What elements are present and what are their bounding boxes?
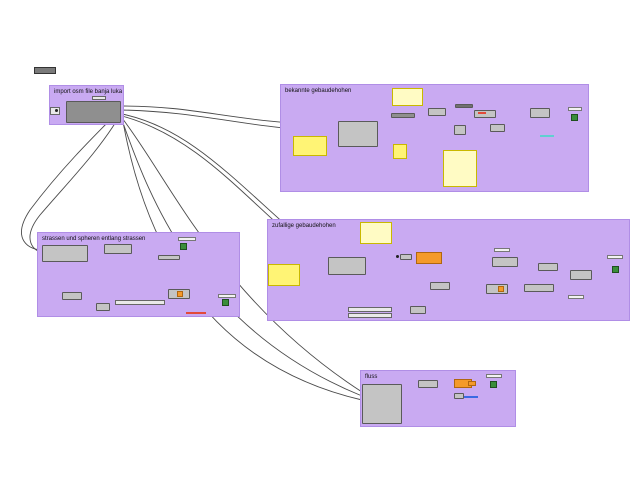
import-osm-component[interactable] (66, 101, 121, 123)
group-title: strassen und spheren entlang strassen (42, 236, 146, 242)
notes-panel[interactable] (443, 150, 477, 187)
wire (29, 111, 123, 253)
orange-node[interactable] (416, 252, 442, 264)
group-title: fluss (365, 374, 378, 380)
component-node[interactable] (62, 292, 82, 300)
extract-component[interactable] (362, 384, 402, 424)
component-node[interactable] (430, 282, 450, 290)
component-node[interactable] (158, 255, 180, 260)
yellow-panel[interactable] (268, 264, 300, 286)
swatch (494, 248, 510, 252)
group-title: zufallige gebaudehohen (272, 223, 336, 229)
component-node[interactable] (570, 270, 592, 280)
component-node[interactable] (96, 303, 110, 311)
swatch (178, 237, 196, 241)
component-node[interactable] (492, 257, 518, 267)
component-node[interactable] (454, 393, 464, 399)
swatch (218, 294, 236, 298)
preview-icon[interactable] (571, 114, 578, 121)
component-node[interactable] (104, 244, 132, 254)
import-label-chip (92, 96, 106, 100)
yellow-panel[interactable] (393, 144, 407, 159)
component-node[interactable] (486, 284, 508, 294)
yellow-panel[interactable] (293, 136, 327, 156)
number-slider[interactable] (348, 313, 392, 318)
number-slider[interactable] (115, 300, 165, 305)
component-node[interactable] (454, 125, 466, 135)
swatch (607, 255, 623, 259)
extract-component[interactable] (338, 121, 378, 147)
preview-icon[interactable] (612, 266, 619, 273)
notes-panel[interactable] (392, 88, 423, 106)
extract-component[interactable] (328, 257, 366, 275)
swatch (568, 295, 584, 299)
blue-indicator (458, 396, 478, 398)
group-bekannte-gebaudehohen[interactable]: bekannte gebaudehohen (280, 84, 589, 192)
toggle-icon[interactable] (55, 109, 58, 112)
component-node[interactable] (524, 284, 554, 292)
swatch (486, 374, 502, 378)
component-node[interactable] (428, 108, 446, 116)
toggle-icon[interactable] (396, 255, 399, 258)
component-node[interactable] (490, 124, 505, 132)
cyan-indicator (540, 135, 554, 137)
component-node[interactable] (418, 380, 438, 388)
wire (21, 107, 123, 251)
component-node[interactable] (455, 104, 473, 108)
red-indicator (478, 112, 486, 114)
swatch (568, 107, 582, 111)
component-node[interactable] (530, 108, 550, 118)
red-indicator (186, 312, 206, 314)
orange-node[interactable] (177, 291, 183, 297)
group-title: import osm file banja luka (54, 89, 123, 95)
group-zufallige-gebaudehohen[interactable]: zufallige gebaudehohen (267, 219, 630, 321)
orange-node[interactable] (468, 381, 476, 386)
value-slider[interactable] (391, 113, 415, 118)
preview-icon[interactable] (490, 381, 497, 388)
group-title: bekannte gebaudehohen (285, 88, 352, 94)
orange-node[interactable] (498, 286, 504, 292)
component-node[interactable] (538, 263, 558, 271)
preview-icon[interactable] (180, 243, 187, 250)
preview-icon[interactable] (222, 299, 229, 306)
extract-component[interactable] (42, 245, 88, 262)
canvas-badge (34, 67, 56, 74)
number-slider[interactable] (348, 307, 392, 312)
notes-panel[interactable] (360, 222, 392, 244)
component-node[interactable] (410, 306, 426, 314)
component-node[interactable] (400, 254, 412, 260)
component-node[interactable] (474, 110, 496, 118)
